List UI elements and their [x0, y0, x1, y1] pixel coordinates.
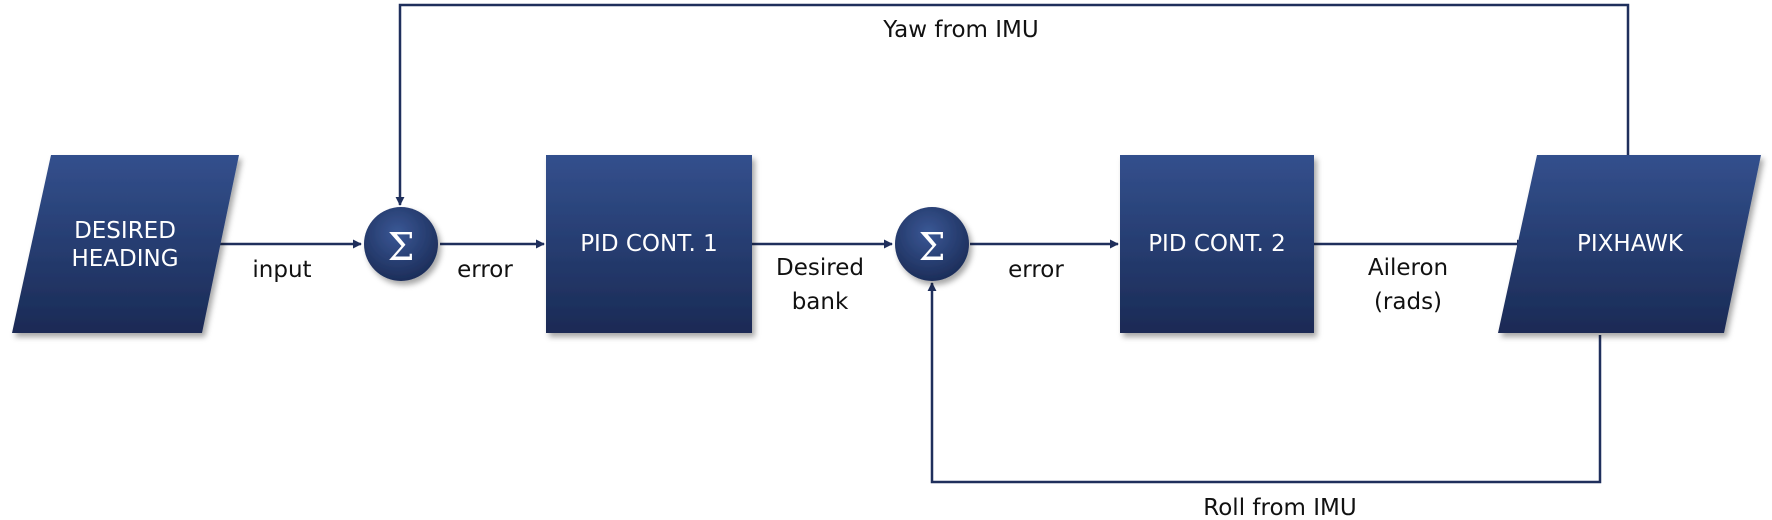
aileron-label-line1: Aileron — [1368, 255, 1448, 281]
pixhawk-label: PIXHAWK — [1577, 231, 1684, 257]
desired-heading-block: DESIRED HEADING — [12, 155, 239, 333]
pid-controller-1-label: PID CONT. 1 — [580, 231, 718, 257]
desired-bank-label-line1: Desired — [776, 255, 864, 281]
sum-1-symbol: Σ — [388, 225, 415, 269]
error-label-1: error — [457, 257, 513, 283]
pid-controller-1-block: PID CONT. 1 — [546, 155, 752, 333]
error-label-2: error — [1008, 257, 1064, 283]
desired-heading-label-line1: DESIRED — [74, 218, 176, 244]
input-label: input — [252, 257, 311, 283]
aileron-label-line2: (rads) — [1374, 289, 1442, 315]
yaw-feedback-label: Yaw from IMU — [882, 17, 1038, 43]
pid-controller-2-label: PID CONT. 2 — [1148, 231, 1286, 257]
roll-feedback-label: Roll from IMU — [1203, 495, 1356, 520]
pid-controller-2-block: PID CONT. 2 — [1120, 155, 1314, 333]
desired-bank-label-line2: bank — [792, 289, 849, 315]
pixhawk-block: PIXHAWK — [1498, 155, 1761, 333]
summing-junction-2: Σ — [895, 207, 969, 281]
wire-roll-feedback — [927, 282, 1602, 484]
sum-2-symbol: Σ — [919, 225, 946, 269]
wire-yaw-feedback — [395, 3, 1630, 206]
desired-heading-label-line2: HEADING — [71, 246, 178, 272]
summing-junction-1: Σ — [364, 207, 438, 281]
